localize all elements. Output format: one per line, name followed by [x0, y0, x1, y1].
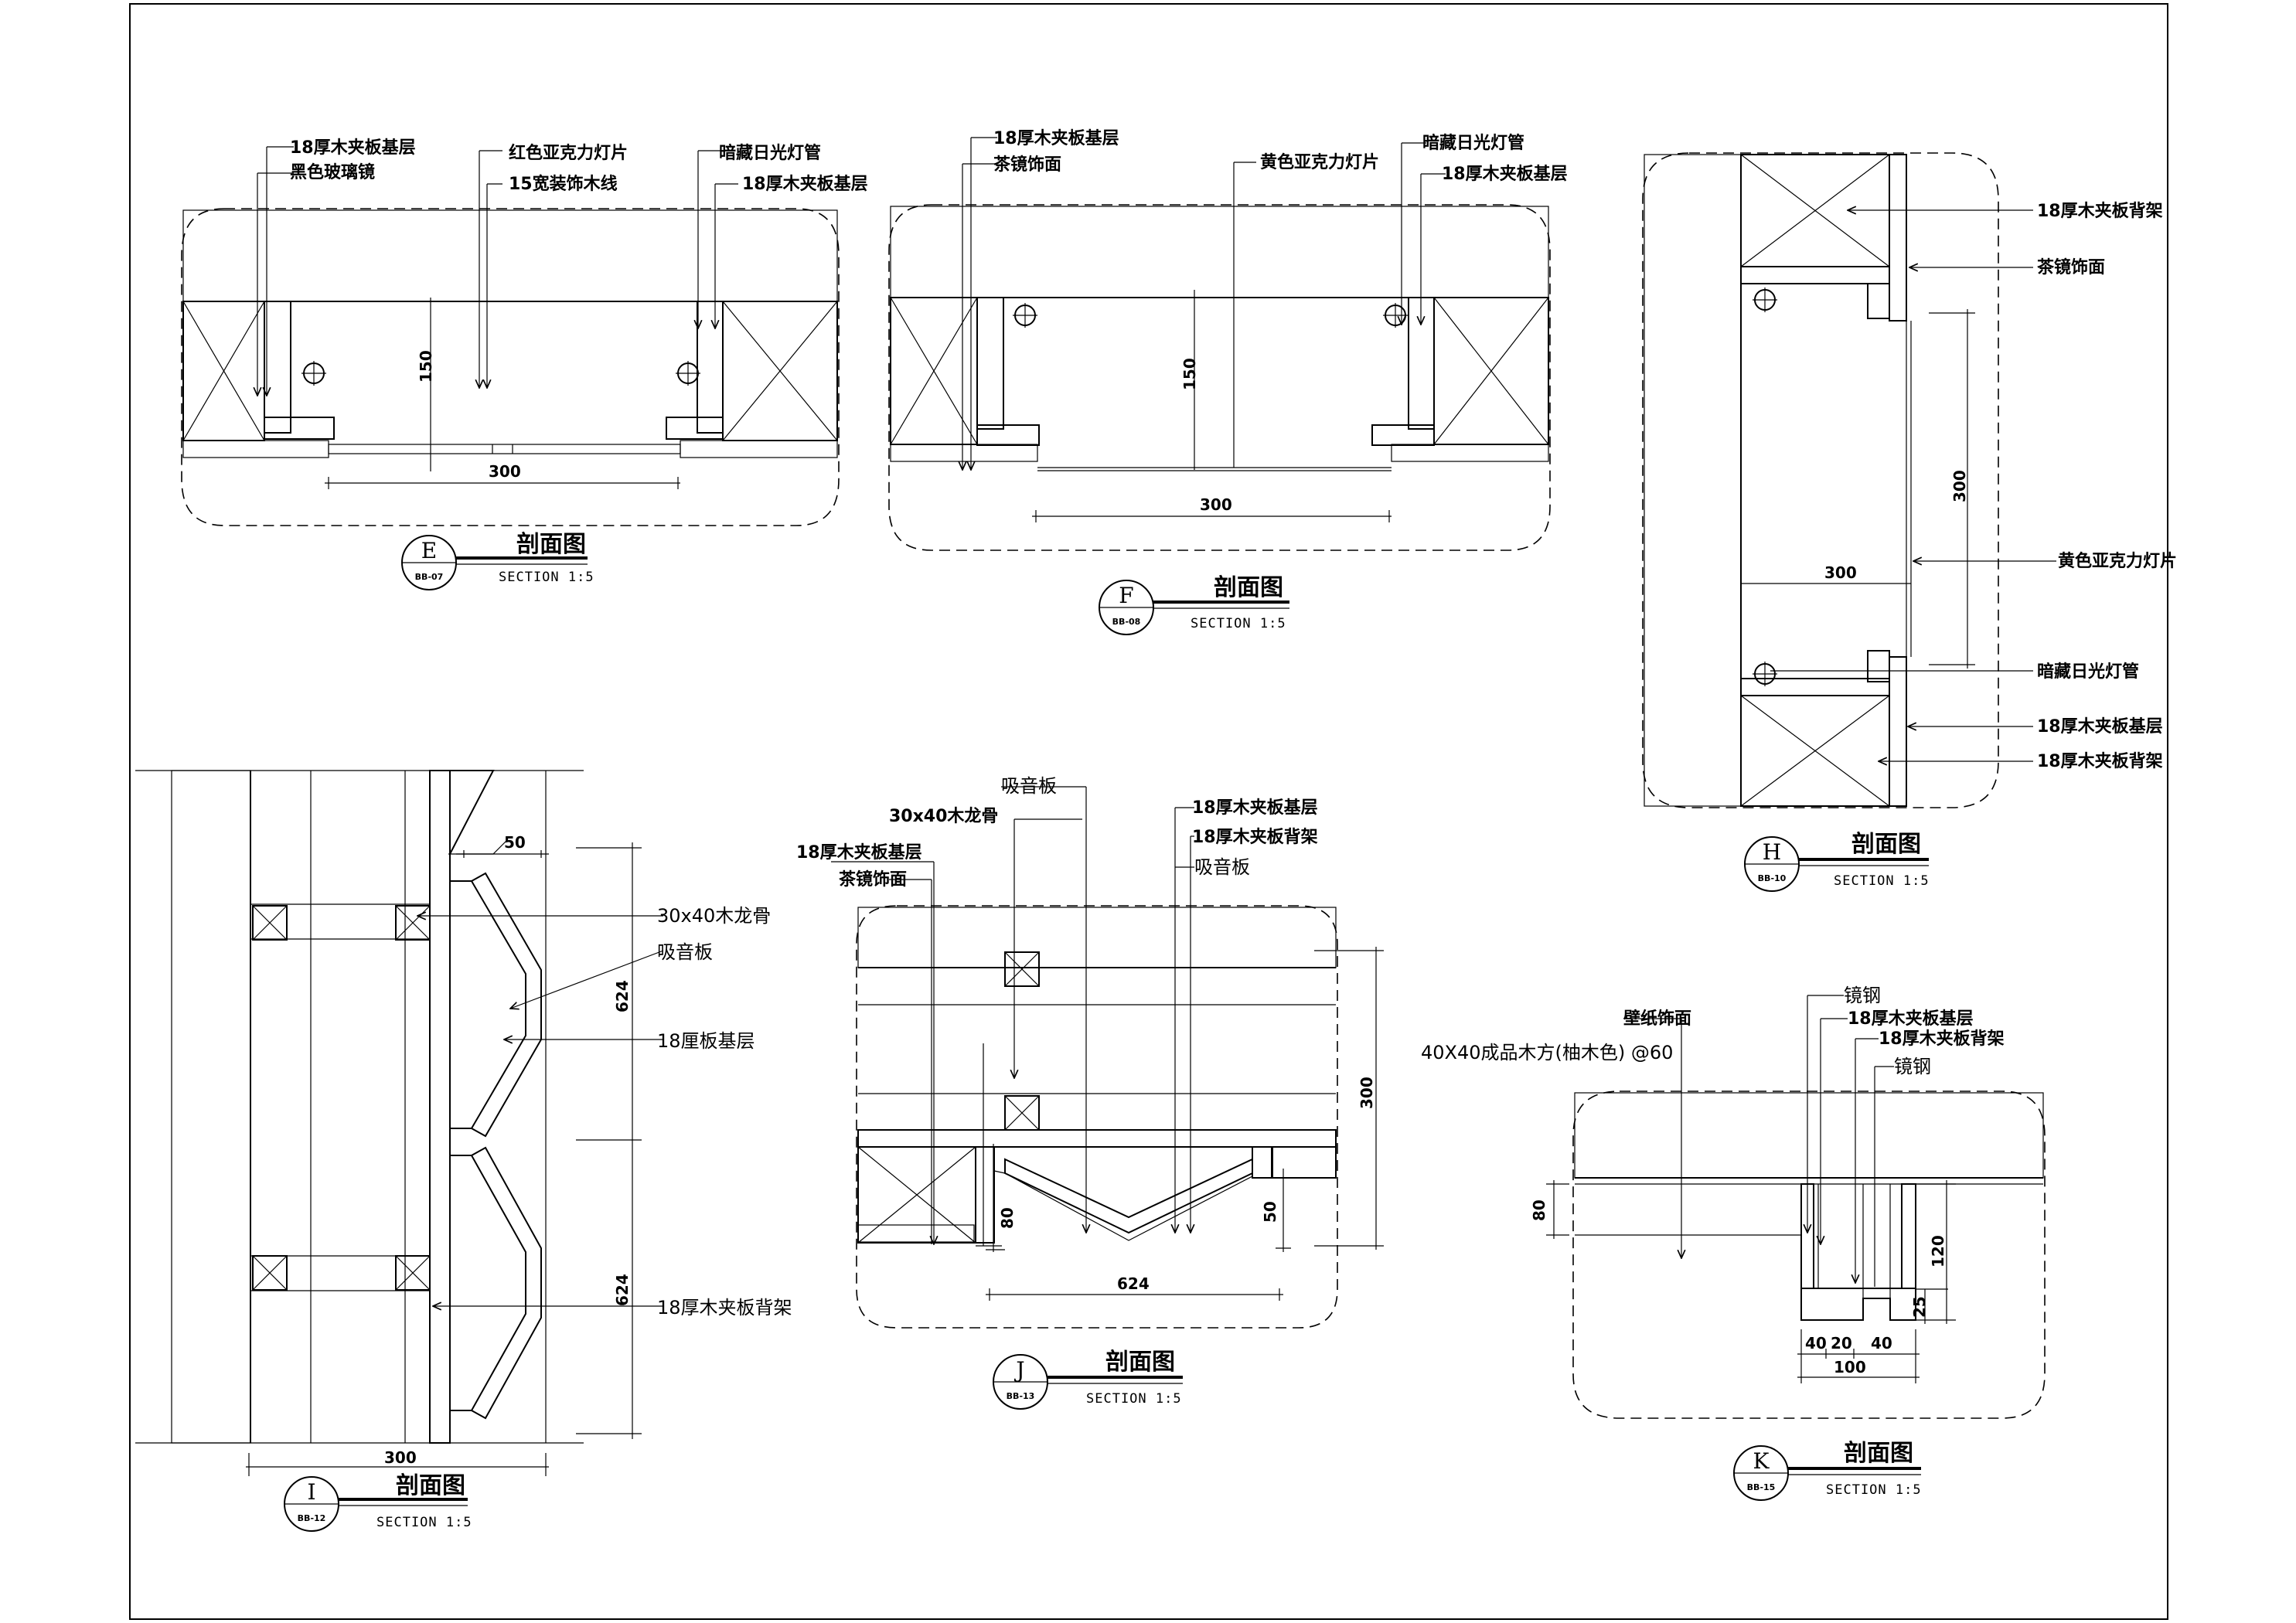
- dimension: 20: [1831, 1334, 1852, 1352]
- label: 镜钢: [1844, 985, 1881, 1006]
- dimension: 300: [1824, 563, 1857, 582]
- dimension: 624: [1117, 1274, 1150, 1293]
- dimension: 300: [384, 1448, 417, 1467]
- label: 茶镜饰面: [993, 155, 1061, 175]
- section-title: 剖面图: [396, 1472, 465, 1499]
- dimension: 624: [613, 1274, 632, 1306]
- sheet-ref: BB-08: [1112, 617, 1141, 627]
- section-title: 剖面图: [516, 531, 586, 558]
- section-tag: I: [307, 1479, 315, 1505]
- label: 18厚木夹板背架: [2037, 751, 2163, 771]
- label: 18厚木夹板基层: [2037, 717, 2163, 737]
- label: 吸音板: [657, 941, 713, 963]
- dimension: 300: [1950, 470, 1969, 502]
- section-scale: SECTION 1:5: [1834, 873, 1930, 889]
- label: 暗藏日光灯管: [1422, 133, 1524, 153]
- section-tag: E: [421, 538, 437, 563]
- label: 18厚木夹板基层: [993, 129, 1119, 148]
- sheet-ref: BB-15: [1747, 1482, 1776, 1492]
- label: 18厚木夹板基层: [796, 843, 922, 863]
- dimension: 150: [1180, 358, 1199, 390]
- label: 茶镜饰面: [839, 869, 907, 890]
- section-title: 剖面图: [1851, 831, 1921, 858]
- section-scale: SECTION 1:5: [1826, 1482, 1922, 1498]
- dimension: 120: [1929, 1235, 1947, 1267]
- label: 暗藏日光灯管: [2037, 662, 2139, 682]
- lamp-icon: [1013, 303, 1037, 328]
- label: 壁纸饰面: [1623, 1009, 1691, 1029]
- section-h: 18厚木夹板背架 茶镜饰面 黄色亚克力灯片 暗藏日光灯管 18厚木夹板基层 18…: [1642, 152, 2177, 892]
- dimension: 300: [1200, 495, 1232, 514]
- section-scale: SECTION 1:5: [1086, 1391, 1182, 1407]
- dimension: 40: [1871, 1334, 1892, 1352]
- dimension: 624: [613, 980, 632, 1012]
- label: 18厚木夹板基层: [1442, 165, 1568, 184]
- section-i: 30x40木龙骨 吸音板 18厘板基层 18厚木夹板背架 50 624 624 …: [135, 770, 792, 1532]
- dimension: 25: [1910, 1296, 1929, 1318]
- label: 15宽装饰木线: [509, 174, 618, 194]
- section-title: 剖面图: [1214, 574, 1283, 601]
- section-title: 剖面图: [1105, 1349, 1175, 1376]
- sheet-ref: BB-07: [415, 572, 444, 582]
- dimension: 100: [1834, 1358, 1866, 1376]
- label: 30x40木龙骨: [889, 807, 998, 826]
- label: 18厚木夹板背架: [1192, 827, 1318, 847]
- sheet-border: [129, 3, 2168, 1620]
- lamp-icon: [676, 361, 700, 386]
- label: 黑色玻璃镜: [290, 162, 375, 182]
- section-scale: SECTION 1:5: [1191, 616, 1286, 631]
- label: 40X40成品木方(柚木色) @60: [1421, 1042, 1673, 1063]
- section-k: 壁纸饰面 40X40成品木方(柚木色) @60 镜钢 18厚木夹板基层 18厚木…: [1421, 985, 2046, 1501]
- section-tag: H: [1763, 839, 1781, 865]
- section-j: 吸音板 30x40木龙骨 18厚木夹板基层 18厚木夹板基层 茶镜饰面 18厚木…: [796, 775, 1384, 1410]
- section-f: 18厚木夹板基层 茶镜饰面 黄色亚克力灯片 暗藏日光灯管 18厚木夹板基层 15…: [888, 129, 1568, 635]
- label: 18厚木夹板基层: [1192, 798, 1318, 818]
- section-title: 剖面图: [1844, 1440, 1913, 1467]
- section-scale: SECTION 1:5: [499, 570, 594, 585]
- label: 18厚木夹板基层: [742, 175, 868, 194]
- label: 18厚木夹板背架: [1879, 1029, 2005, 1049]
- label: 18厘板基层: [657, 1030, 755, 1052]
- sheet-ref: BB-10: [1758, 873, 1787, 883]
- sheet-ref: BB-12: [298, 1513, 326, 1523]
- label: 18厚木夹板背架: [657, 1297, 792, 1318]
- lamp-icon: [1383, 303, 1408, 328]
- label: 黄色亚克力灯片: [1260, 152, 1379, 172]
- label: 吸音板: [1194, 856, 1250, 878]
- section-scale: SECTION 1:5: [376, 1515, 472, 1530]
- label: 黄色亚克力灯片: [2058, 551, 2177, 571]
- label: 30x40木龙骨: [657, 905, 771, 927]
- label: 吸音板: [1001, 775, 1057, 797]
- section-tag: K: [1753, 1448, 1770, 1474]
- label: 镜钢: [1894, 1056, 1931, 1077]
- dimension: 50: [504, 833, 526, 852]
- dimension: 300: [1358, 1077, 1376, 1109]
- lamp-icon: [1753, 662, 1777, 686]
- dimension: 150: [417, 350, 435, 383]
- lamp-icon: [1753, 288, 1777, 312]
- section-tag: J: [1013, 1357, 1024, 1383]
- section-e: 18厚木夹板基层 黑色玻璃镜 红色亚克力灯片 15宽装饰木线 暗藏日光灯管 18…: [181, 138, 868, 590]
- label: 18厚木夹板背架: [2037, 201, 2163, 221]
- dimension: 40: [1805, 1334, 1827, 1352]
- sheet-ref: BB-13: [1007, 1391, 1035, 1401]
- label: 茶镜饰面: [2037, 257, 2105, 277]
- label: 18厚木夹板基层: [290, 138, 416, 158]
- dimension: 50: [1261, 1201, 1279, 1223]
- lamp-icon: [301, 361, 326, 386]
- label: 红色亚克力灯片: [509, 143, 628, 163]
- label: 暗藏日光灯管: [719, 143, 821, 163]
- label: 18厚木夹板基层: [1848, 1009, 1974, 1029]
- section-tag: F: [1119, 583, 1133, 608]
- dimension: 300: [489, 462, 521, 481]
- dimension: 80: [1530, 1199, 1548, 1221]
- dimension: 80: [998, 1207, 1017, 1229]
